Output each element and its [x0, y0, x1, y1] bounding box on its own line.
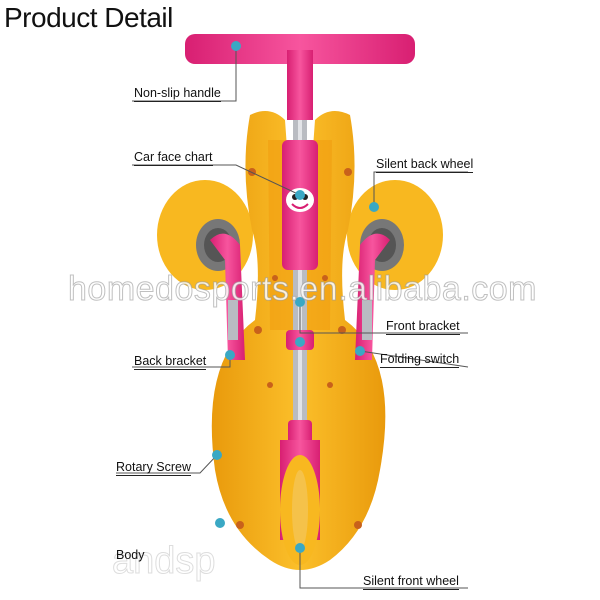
label-folding-switch: Folding switch [380, 352, 460, 368]
pointer-dots [212, 41, 379, 553]
watermark-bottom: andsp [112, 540, 217, 583]
label-silent-front-wheel: Silent front wheel [363, 574, 459, 590]
watermark-text: homedosports.en.alibaba.com [68, 270, 538, 309]
label-silent-back-wheel: Silent back wheel [376, 157, 474, 173]
label-front-bracket: Front bracket [386, 319, 460, 335]
label-car-face-chart: Car face chart [134, 150, 213, 166]
non-slip-handle [185, 34, 415, 120]
car-face-tube [282, 140, 318, 270]
label-rotary-screw: Rotary Screw [116, 460, 192, 476]
label-non-slip-handle: Non-slip handle [134, 86, 221, 102]
page-title: Product Detail [4, 2, 173, 33]
label-back-bracket: Back bracket [134, 354, 207, 370]
label-body: Body [116, 548, 145, 562]
